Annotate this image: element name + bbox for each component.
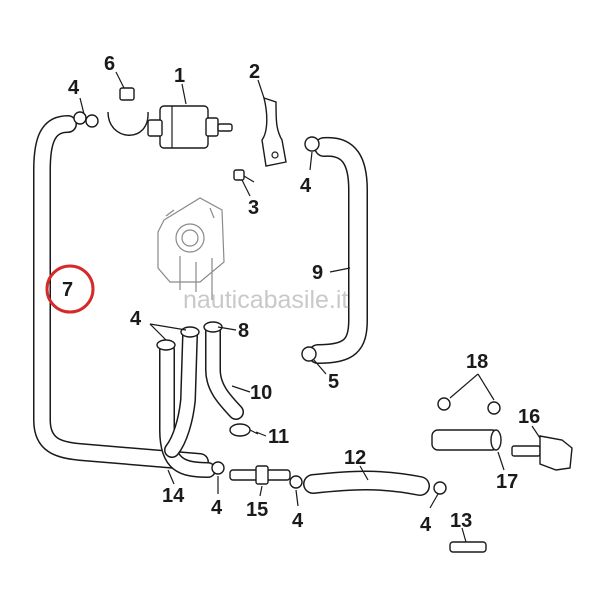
hose-9 (308, 136, 368, 364)
leader-lines (79, 71, 541, 543)
callout-hose-right: 9 (312, 262, 323, 284)
callout-sleeve: 17 (496, 471, 518, 493)
callout-screw: 3 (248, 197, 259, 219)
callout-clamp-mid-right: 4 (300, 175, 312, 197)
callout-clamp-pump-right: 8 (238, 320, 249, 342)
tee-fitting (229, 465, 291, 485)
spring-clamp (229, 423, 259, 437)
fuel-pump (157, 197, 225, 300)
hose-10 (205, 324, 244, 420)
fuel-filter (147, 105, 233, 149)
callout-clamp-bottom-b: 4 (292, 510, 304, 532)
callout-clamp-hose9-bottom: 5 (328, 371, 339, 393)
callout-connector: 16 (518, 406, 540, 428)
callout-clamp-top-left: 4 (68, 77, 80, 99)
watermark-text: nauticabasile.it (183, 286, 348, 314)
callout-nipple: 13 (450, 510, 472, 532)
callout-hose-bottom-left: 14 (162, 485, 185, 507)
hose-14 (159, 328, 216, 478)
callout-clamps-right: 18 (466, 351, 488, 373)
sleeve (431, 429, 502, 451)
clamps (73, 111, 501, 495)
hose-clamp (107, 87, 149, 136)
bracket (261, 96, 287, 167)
callout-hose-long-left: 7 (62, 279, 73, 301)
callout-clamp-small: 11 (268, 426, 289, 448)
callout-tee-fitting: 15 (246, 499, 268, 521)
connector (511, 435, 573, 471)
hose-12 (303, 470, 430, 496)
callout-fuel-filter: 1 (174, 65, 185, 87)
callout-clamp-bottom-a: 4 (211, 497, 223, 519)
callout-hose-clamp: 6 (104, 53, 115, 75)
nipple (449, 541, 487, 553)
screw (233, 169, 255, 183)
callout-clamps-pump: 4 (130, 308, 142, 330)
highlight-circle (45, 264, 95, 314)
callout-clamp-bottom-c: 4 (420, 514, 432, 536)
callout-hose-short: 10 (250, 382, 272, 404)
hose-7 (33, 115, 209, 471)
callout-bracket: 2 (249, 61, 260, 83)
callout-hose-bottom: 12 (344, 447, 366, 469)
